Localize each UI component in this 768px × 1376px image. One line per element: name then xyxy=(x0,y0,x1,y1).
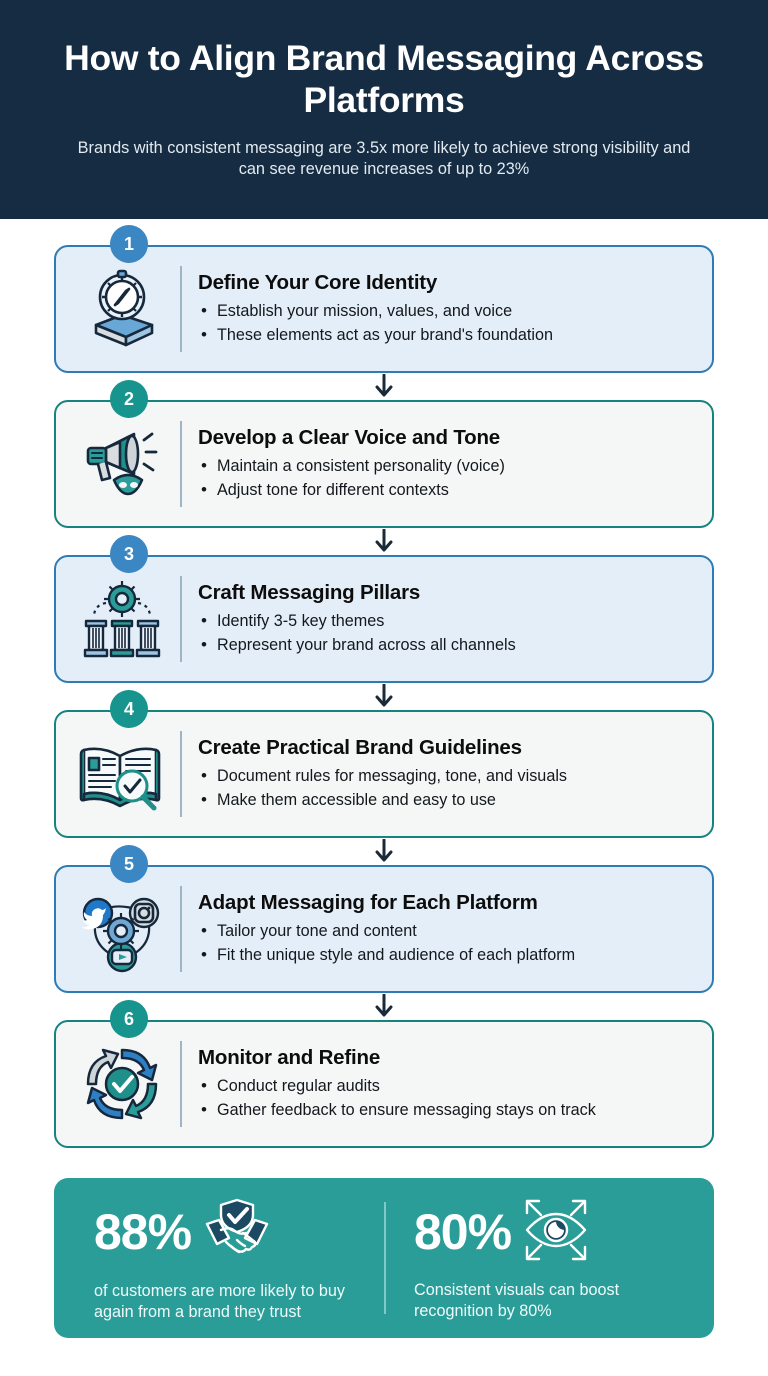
stat-description-1: of customers are more likely to buy agai… xyxy=(94,1281,346,1321)
page-subtitle: Brands with consistent messaging are 3.5… xyxy=(77,138,691,179)
step-bullet: Tailor your tone and content xyxy=(198,919,690,944)
step-2: 2 xyxy=(54,380,714,528)
step-card-3[interactable]: Craft Messaging Pillars Identify 3-5 key… xyxy=(54,555,714,683)
flow-arrow-4-5 xyxy=(54,838,714,865)
step-text-6: Monitor and Refine Conduct regular audit… xyxy=(198,1046,694,1123)
step-number-badge-1: 1 xyxy=(110,225,148,263)
step-card-2[interactable]: Develop a Clear Voice and Tone Maintain … xyxy=(54,400,714,528)
step-bullet: Conduct regular audits xyxy=(198,1074,690,1099)
step-3: 3 xyxy=(54,535,714,683)
step-bullets-5: Tailor your tone and content Fit the uni… xyxy=(198,919,690,968)
steps-flow: 1 xyxy=(0,219,768,1148)
flow-arrow-1-2 xyxy=(54,373,714,400)
step-text-3: Craft Messaging Pillars Identify 3-5 key… xyxy=(198,581,694,658)
stat-description-2: Consistent visuals can boost recognition… xyxy=(414,1280,620,1320)
step-6: 6 Monitor and Refine C xyxy=(54,1000,714,1148)
flow-arrow-5-6 xyxy=(54,993,714,1020)
step-title-5: Adapt Messaging for Each Platform xyxy=(198,890,538,914)
step-divider-6 xyxy=(180,1041,182,1127)
step-number-badge-3: 3 xyxy=(110,535,148,573)
stat-card-2: 80% Consistent visuals can boost recogni… xyxy=(386,1196,704,1320)
step-divider-4 xyxy=(180,731,182,817)
stat-value-1: 88% xyxy=(94,1204,192,1261)
step-divider-5 xyxy=(180,886,182,972)
step-title-4: Create Practical Brand Guidelines xyxy=(198,735,522,759)
step-divider-2 xyxy=(180,421,182,507)
flow-arrow-3-4 xyxy=(54,683,714,710)
step-text-5: Adapt Messaging for Each Platform Tailor… xyxy=(198,891,694,968)
step-title-2: Develop a Clear Voice and Tone xyxy=(198,425,500,449)
book-magnifier-check-icon xyxy=(66,724,178,824)
stat-value-2: 80% xyxy=(414,1204,512,1261)
page-title: How to Align Brand Messaging Across Plat… xyxy=(64,38,704,120)
stats-banner: 88% of customers are more likely xyxy=(54,1178,714,1338)
refresh-cycle-check-icon xyxy=(66,1034,178,1134)
step-bullet: Maintain a consistent personality (voice… xyxy=(198,454,690,479)
stat-card-1: 88% of customers are more likely xyxy=(64,1194,384,1321)
step-4: 4 xyxy=(54,690,714,838)
step-text-4: Create Practical Brand Guidelines Docume… xyxy=(198,736,694,813)
step-5: 5 xyxy=(54,845,714,993)
step-card-1[interactable]: Define Your Core Identity Establish your… xyxy=(54,245,714,373)
step-bullet: Establish your mission, values, and voic… xyxy=(198,299,690,324)
step-title-1: Define Your Core Identity xyxy=(198,270,438,294)
social-platforms-gear-icon xyxy=(66,879,178,979)
step-title-3: Craft Messaging Pillars xyxy=(198,580,421,604)
header-banner: How to Align Brand Messaging Across Plat… xyxy=(0,0,768,219)
step-divider-3 xyxy=(180,576,182,662)
pillars-gear-icon xyxy=(66,569,178,669)
step-1: 1 xyxy=(54,225,714,373)
step-bullets-2: Maintain a consistent personality (voice… xyxy=(198,454,690,503)
step-bullet: Adjust tone for different contexts xyxy=(198,478,690,503)
megaphone-mask-icon xyxy=(66,414,178,514)
step-card-5[interactable]: Adapt Messaging for Each Platform Tailor… xyxy=(54,865,714,993)
eye-expand-icon xyxy=(521,1195,591,1270)
step-text-2: Develop a Clear Voice and Tone Maintain … xyxy=(198,426,694,503)
step-bullets-6: Conduct regular audits Gather feedback t… xyxy=(198,1074,690,1123)
step-number-badge-5: 5 xyxy=(110,845,148,883)
flow-arrow-2-3 xyxy=(54,528,714,555)
step-divider-1 xyxy=(180,266,182,352)
step-bullet: Gather feedback to ensure messaging stay… xyxy=(198,1098,690,1123)
stats-divider xyxy=(384,1202,386,1314)
step-number-badge-2: 2 xyxy=(110,380,148,418)
step-bullets-3: Identify 3-5 key themes Represent your b… xyxy=(198,609,690,658)
step-bullet: Represent your brand across all channels xyxy=(198,633,690,658)
step-number-badge-6: 6 xyxy=(110,1000,148,1038)
step-bullet: Fit the unique style and audience of eac… xyxy=(198,943,690,968)
step-bullet: Identify 3-5 key themes xyxy=(198,609,690,634)
stat-top-2: 80% xyxy=(414,1195,690,1270)
stat-top-1: 88% xyxy=(94,1194,370,1271)
compass-on-box-icon xyxy=(66,259,178,359)
handshake-shield-check-icon xyxy=(201,1194,273,1271)
step-text-1: Define Your Core Identity Establish your… xyxy=(198,271,694,348)
step-card-4[interactable]: Create Practical Brand Guidelines Docume… xyxy=(54,710,714,838)
step-bullets-1: Establish your mission, values, and voic… xyxy=(198,299,690,348)
step-bullets-4: Document rules for messaging, tone, and … xyxy=(198,764,690,813)
step-number-badge-4: 4 xyxy=(110,690,148,728)
step-bullet: Make them accessible and easy to use xyxy=(198,788,690,813)
step-card-6[interactable]: Monitor and Refine Conduct regular audit… xyxy=(54,1020,714,1148)
step-bullet: These elements act as your brand's found… xyxy=(198,323,690,348)
step-title-6: Monitor and Refine xyxy=(198,1045,381,1069)
step-bullet: Document rules for messaging, tone, and … xyxy=(198,764,690,789)
